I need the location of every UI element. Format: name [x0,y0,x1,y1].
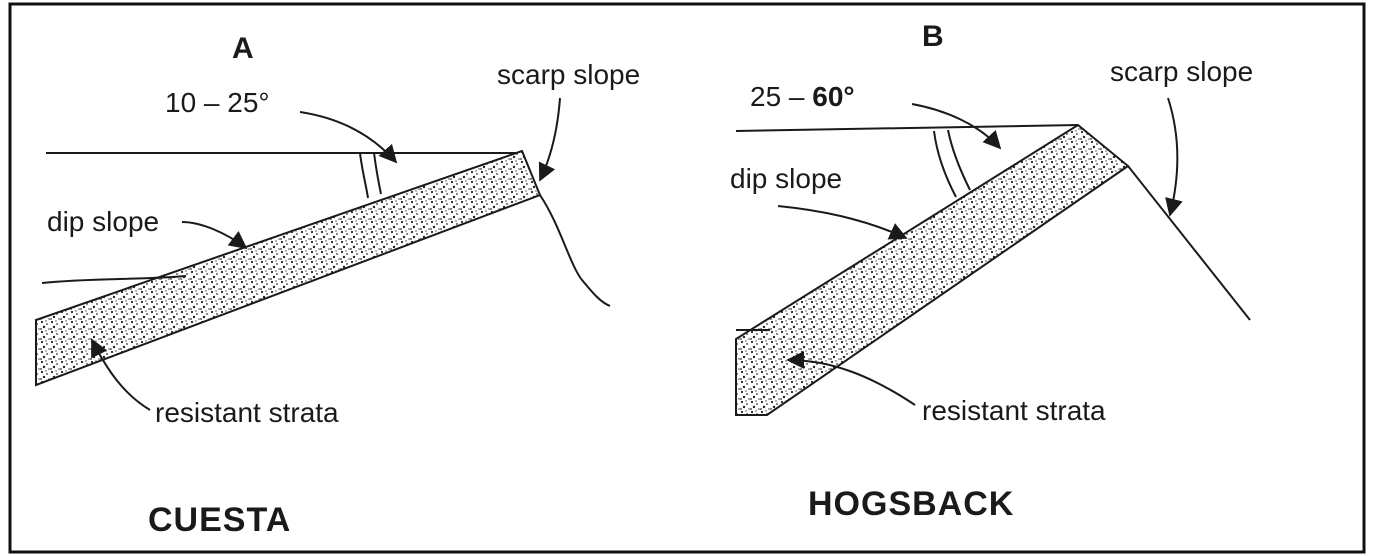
panel-b-angle-arc [934,131,956,197]
panel-a: A 10 – 25° scarp slope dip slope resista… [36,32,640,539]
panel-b-scarp-face [1128,166,1250,320]
panel-b: B 25 – 60° scarp slope dip slope resista… [730,20,1253,523]
panel-a-scarp-label: scarp slope [497,59,640,90]
panel-b-angle-prefix: 25 – [750,81,812,112]
panel-b-strata-label: resistant strata [922,395,1106,426]
panel-b-horizontal-line [736,125,1078,131]
panel-a-name: CUESTA [148,501,291,539]
panel-a-angle-arc-inner [374,153,381,194]
panel-b-scarp-label: scarp slope [1110,56,1253,87]
panel-b-angle-arc-inner [948,130,970,190]
panel-a-scarp-arrow [540,98,560,180]
panel-b-scarp-arrow [1168,98,1177,215]
panel-a-strata-layer [36,151,540,385]
panel-b-dip-label: dip slope [730,163,842,194]
panel-a-angle-arrow [300,112,396,162]
panel-b-dip-arrow [778,206,906,238]
panel-a-dip-label: dip slope [47,206,159,237]
panel-a-angle-arc [360,153,368,198]
panel-a-angle-label: 10 – 25° [165,87,270,118]
panel-b-letter: B [922,20,944,53]
panel-a-dip-arrow [182,222,246,248]
panel-b-name: HOGSBACK [808,485,1014,523]
panel-a-scarp-face [540,195,610,306]
panel-b-angle-label: 25 – 60° [750,81,855,112]
panel-a-strata-label: resistant strata [155,397,339,428]
panel-a-letter: A [232,32,254,65]
panel-b-angle-bold: 60° [812,81,854,112]
